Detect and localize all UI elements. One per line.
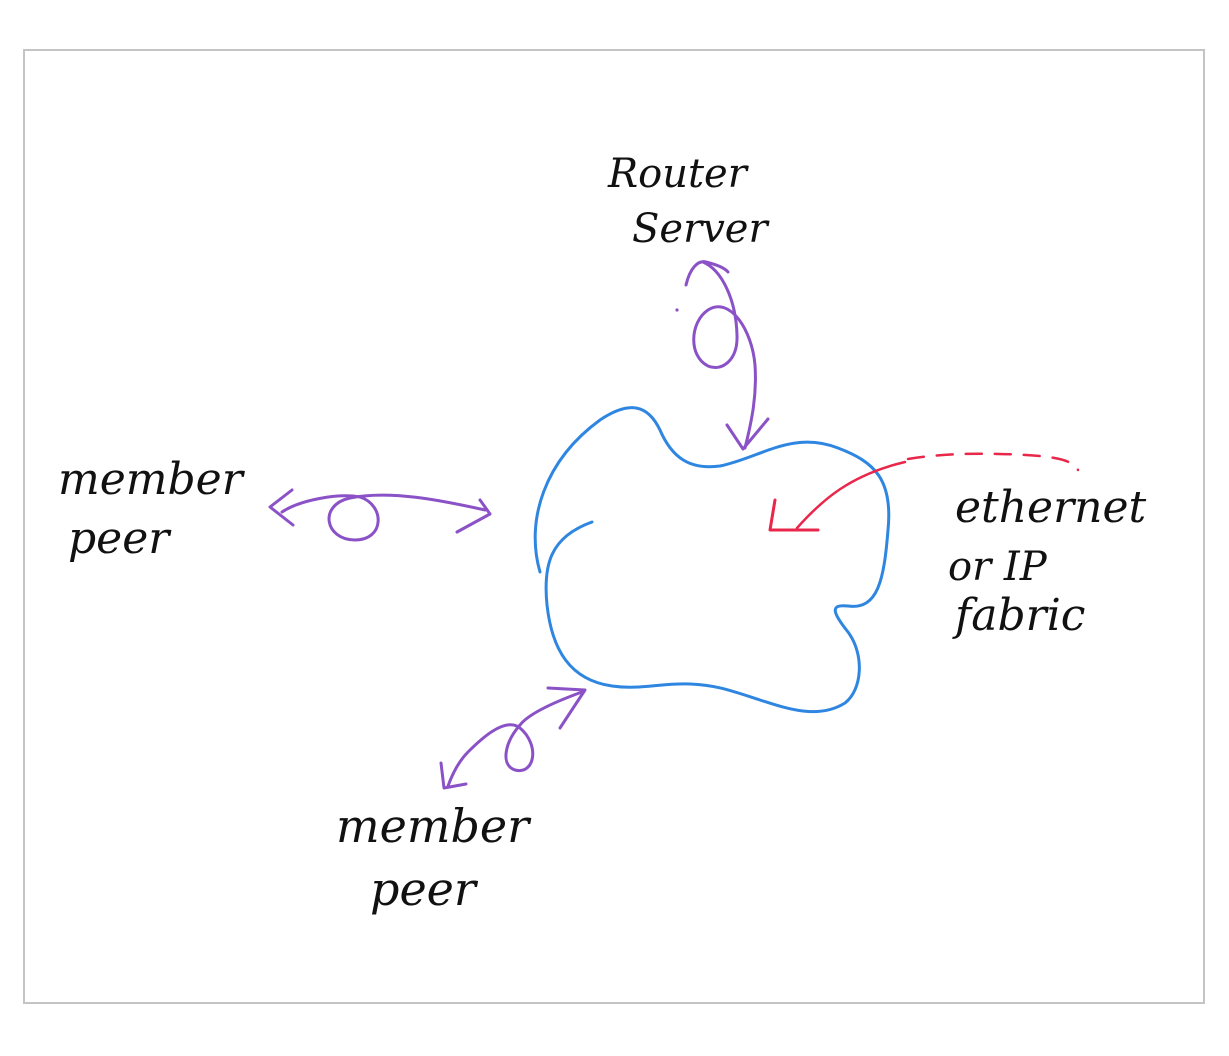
fabric-line-3-label: fabric	[952, 590, 1085, 641]
bottom-peer-arrowhead-bottom	[439, 761, 468, 790]
fabric-pointer-curve	[795, 460, 907, 530]
left-peer-arrowhead-right	[455, 498, 492, 534]
router-server-arrow	[675, 260, 770, 451]
router-server-arrowhead-top	[684, 260, 730, 287]
left-peer-connector	[280, 493, 487, 542]
drawing-frame	[23, 49, 1205, 1004]
bottom-peer-arrow	[439, 686, 587, 790]
router-server-arrowhead-bottom	[725, 417, 770, 451]
left-peer-label: peer	[68, 513, 172, 564]
bottom-member-label: member	[336, 799, 532, 853]
network-cloud	[533, 406, 891, 714]
left-peer-arrow	[268, 488, 492, 542]
bottom-peer-connector	[446, 690, 584, 788]
fabric-pointer	[768, 452, 1080, 532]
router-label: Router	[607, 151, 750, 197]
fabric-line-2-label: or IP	[948, 544, 1048, 590]
router-server-connector	[692, 260, 757, 450]
server-label: Server	[632, 206, 770, 252]
bottom-peer-label: peer	[370, 862, 479, 916]
left-peer-arrowhead-left	[268, 488, 295, 527]
left-member-label: member	[58, 454, 246, 505]
network-cloud-outline	[533, 406, 891, 714]
bottom-peer-arrowhead-top	[546, 686, 587, 730]
ink-dot	[675, 308, 679, 312]
fabric-pointer-dashed-line	[906, 452, 1080, 472]
fabric-pointer-arrowhead	[768, 498, 820, 532]
fabric-line-1-label: ethernet	[955, 482, 1147, 533]
